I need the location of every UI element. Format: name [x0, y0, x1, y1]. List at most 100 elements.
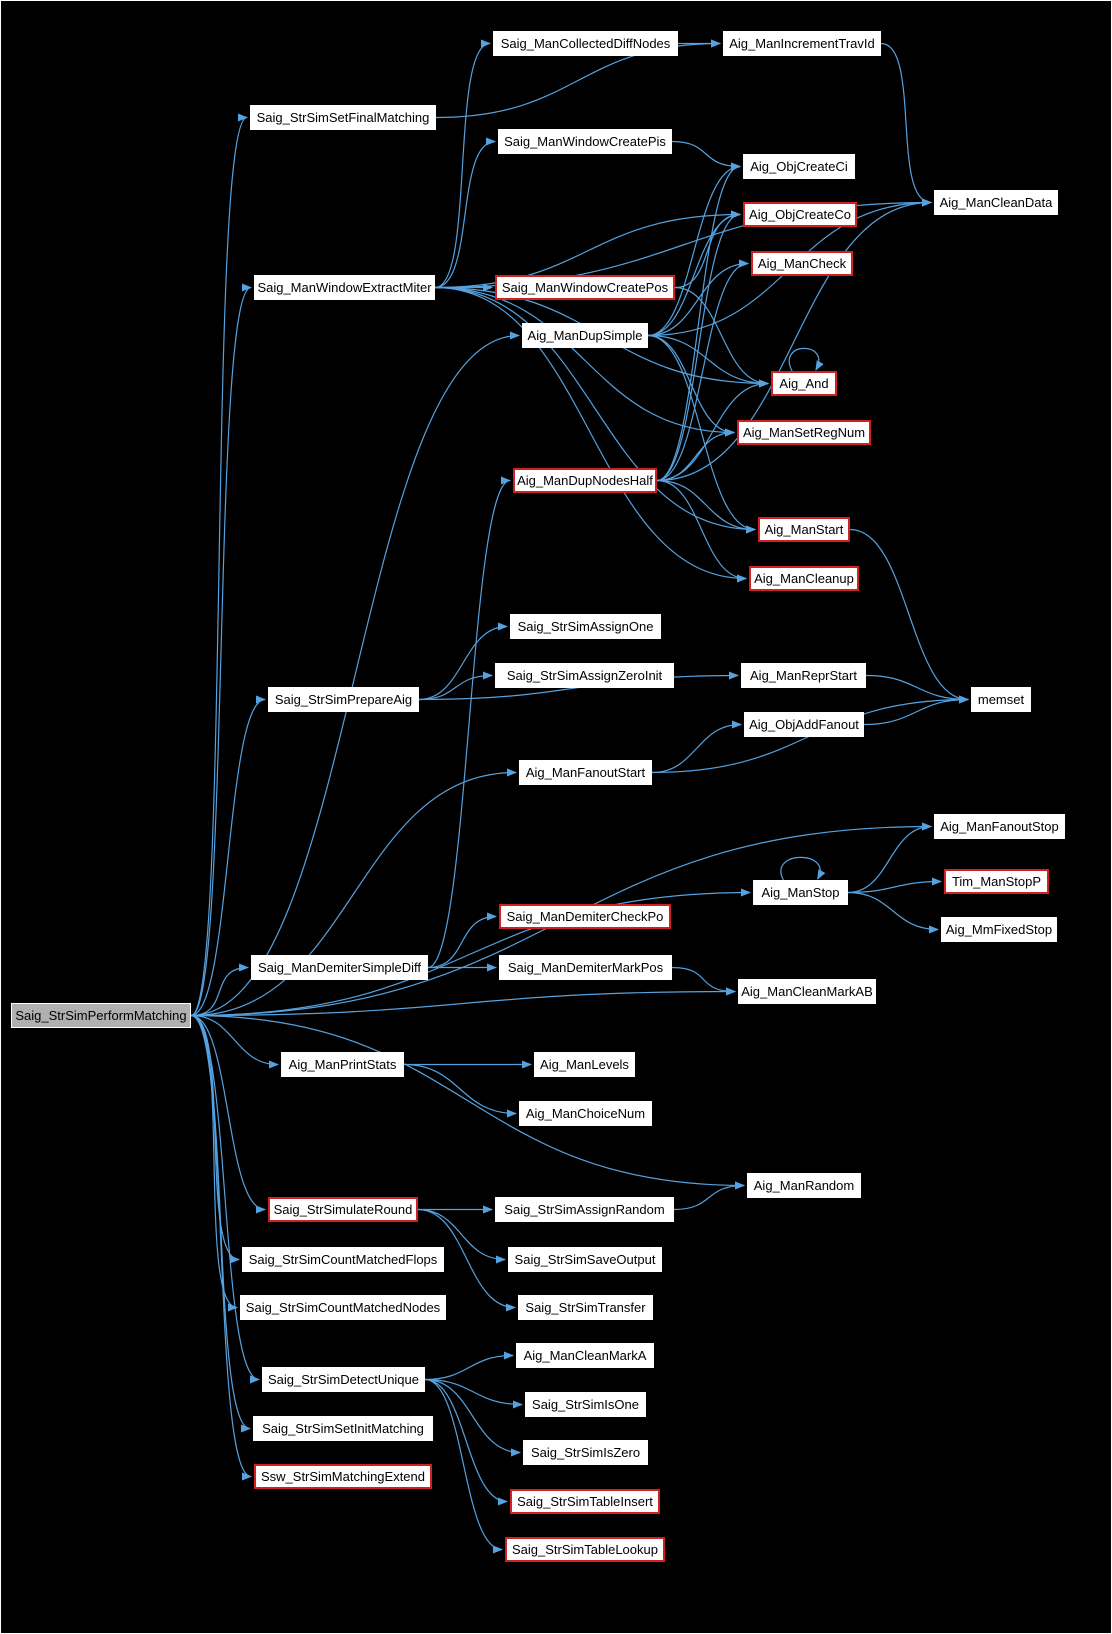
- node-timStopP[interactable]: Tim_ManStopP: [944, 869, 1049, 894]
- edge-createPis-objCi: [671, 140, 741, 171]
- node-extractMiter[interactable]: Saig_ManWindowExtractMiter: [254, 275, 435, 300]
- edge-extractMiter-collectedDiff: [434, 39, 491, 289]
- node-simpleDiff[interactable]: Saig_ManDemiterSimpleDiff: [251, 955, 428, 980]
- edge-dupHalf-manCleanup: [656, 479, 747, 583]
- edge-dupHalf-setRegNum: [656, 428, 735, 482]
- node-createPis[interactable]: Saig_ManWindowCreatePis: [498, 129, 672, 154]
- edge-fanoutStart-objAddFanout: [651, 720, 742, 774]
- edge-perform-setFinal: [190, 113, 248, 1017]
- node-perform: Saig_StrSimPerformMatching: [11, 1003, 191, 1028]
- node-manStop[interactable]: Aig_ManStop: [753, 880, 848, 905]
- node-cleanMarkAB[interactable]: Aig_ManCleanMarkAB: [738, 979, 876, 1004]
- edge-perform-extractMiter: [190, 283, 252, 1017]
- node-objCo[interactable]: Aig_ObjCreateCo: [743, 202, 857, 227]
- node-manLevels[interactable]: Aig_ManLevels: [534, 1052, 635, 1077]
- edge-prepareAig-assignZero: [418, 671, 493, 701]
- node-fanoutStop[interactable]: Aig_ManFanoutStop: [934, 814, 1065, 839]
- node-printStats[interactable]: Aig_ManPrintStats: [281, 1052, 404, 1077]
- edge-incTravId-cleanData: [880, 42, 932, 207]
- node-checkPo[interactable]: Saig_ManDemiterCheckPo: [499, 904, 671, 929]
- edge-detectUnique-cleanMarkA: [424, 1351, 514, 1381]
- edge-extractMiter-manCleanup: [434, 286, 747, 583]
- edge-detectUnique-isOne: [424, 1378, 523, 1409]
- edge-perform-prepareAig: [190, 695, 266, 1017]
- node-prepareAig[interactable]: Saig_StrSimPrepareAig: [268, 687, 419, 712]
- node-transfer[interactable]: Saig_StrSimTransfer: [518, 1295, 653, 1320]
- edge-perform-detectUnique: [190, 1014, 260, 1384]
- node-saveOutput[interactable]: Saig_StrSimSaveOutput: [508, 1247, 662, 1272]
- edge-perform-matchExtend: [190, 1014, 252, 1481]
- node-assignZero[interactable]: Saig_StrSimAssignZeroInit: [495, 663, 674, 688]
- node-createPos[interactable]: Saig_ManWindowCreatePos: [495, 275, 675, 300]
- edge-assignRandom-manRandom: [673, 1181, 745, 1211]
- node-simRound[interactable]: Saig_StrSimulateRound: [268, 1197, 418, 1222]
- edge-perform-simpleDiff: [190, 963, 249, 1017]
- edge-perform-printStats: [190, 1014, 279, 1069]
- node-tableInsert[interactable]: Saig_StrSimTableInsert: [510, 1489, 660, 1514]
- node-manStart[interactable]: Aig_ManStart: [758, 517, 850, 542]
- edge-dupSimple-setRegNum: [647, 334, 735, 437]
- edge-manStop-fanoutStop: [847, 822, 932, 894]
- node-tableLookup[interactable]: Saig_StrSimTableLookup: [505, 1537, 665, 1562]
- edge-simRound-transfer: [417, 1208, 516, 1312]
- node-setInitMatch[interactable]: Saig_StrSimSetInitMatching: [253, 1416, 433, 1441]
- edge-dupSimple-objCo: [647, 210, 741, 337]
- node-cleanData[interactable]: Aig_ManCleanData: [934, 190, 1058, 215]
- node-choiceNum[interactable]: Aig_ManChoiceNum: [519, 1101, 652, 1126]
- node-mmFixedStop[interactable]: Aig_MmFixedStop: [941, 917, 1057, 942]
- edge-perform-simRound: [190, 1014, 266, 1214]
- node-assignRandom[interactable]: Saig_StrSimAssignRandom: [495, 1197, 674, 1222]
- node-detectUnique[interactable]: Saig_StrSimDetectUnique: [262, 1367, 425, 1392]
- edge-extractMiter-objCo: [434, 210, 741, 289]
- edge-perform-manStop: [190, 888, 751, 1017]
- node-fanoutStart[interactable]: Aig_ManFanoutStart: [519, 760, 652, 785]
- node-manRandom[interactable]: Aig_ManRandom: [747, 1173, 861, 1198]
- edge-dupHalf-manStart: [656, 479, 756, 534]
- edge-dupSimple-and: [647, 334, 769, 388]
- node-isOne[interactable]: Saig_StrSimIsOne: [525, 1392, 646, 1417]
- node-manCheck[interactable]: Aig_ManCheck: [751, 251, 853, 276]
- node-dupSimple[interactable]: Aig_ManDupSimple: [522, 323, 648, 348]
- edge-perform-manRandom: [190, 1014, 745, 1190]
- edge-simpleDiff-dupHalf: [427, 476, 511, 969]
- node-reprStart[interactable]: Aig_ManReprStart: [741, 663, 866, 688]
- edge-reprStart-memset: [865, 674, 969, 704]
- node-matchExtend[interactable]: Ssw_StrSimMatchingExtend: [254, 1464, 432, 1489]
- edge-extractMiter-setRegNum: [434, 286, 735, 437]
- node-cleanMarkA[interactable]: Aig_ManCleanMarkA: [516, 1343, 654, 1368]
- node-setRegNum[interactable]: Aig_ManSetRegNum: [737, 420, 871, 445]
- edge-objAddFanout-memset: [863, 695, 969, 726]
- edge-simRound-saveOutput: [417, 1208, 506, 1264]
- edge-perform-cleanMarkAB: [190, 987, 736, 1017]
- edge-prepareAig-assignOne: [418, 622, 508, 701]
- node-objCi[interactable]: Aig_ObjCreateCi: [743, 154, 855, 179]
- edge-dupHalf-objCo: [656, 210, 741, 482]
- node-markPos[interactable]: Saig_ManDemiterMarkPos: [499, 955, 672, 980]
- node-countFlops[interactable]: Saig_StrSimCountMatchedFlops: [242, 1247, 444, 1272]
- edge-manStart-memset: [849, 528, 969, 704]
- node-collectedDiff[interactable]: Saig_ManCollectedDiffNodes: [493, 31, 678, 56]
- edge-manStop-mmFixedStop: [847, 891, 939, 934]
- node-and[interactable]: Aig_And: [771, 371, 837, 396]
- edge-dupHalf-manCheck: [656, 259, 749, 482]
- node-isZero[interactable]: Saig_StrSimIsZero: [523, 1440, 648, 1465]
- node-memset[interactable]: memset: [971, 687, 1031, 712]
- edge-manStop-timStopP: [847, 877, 942, 894]
- edge-detectUnique-tableInsert: [424, 1378, 508, 1506]
- node-dupHalf[interactable]: Aig_ManDupNodesHalf: [513, 468, 657, 493]
- edge-dupSimple-manCheck: [647, 259, 749, 337]
- node-assignOne[interactable]: Saig_StrSimAssignOne: [510, 614, 661, 639]
- node-incTravId[interactable]: Aig_ManIncrementTravId: [723, 31, 881, 56]
- edge-dupSimple-manStart: [647, 334, 756, 534]
- edge-createPos-and: [674, 286, 769, 388]
- edge-extractMiter-createPis: [434, 137, 496, 289]
- node-countNodes[interactable]: Saig_StrSimCountMatchedNodes: [240, 1295, 446, 1320]
- edge-extractMiter-manStart: [434, 286, 756, 534]
- edge-perform-fanoutStart: [190, 768, 517, 1017]
- edge-and-and: [788, 347, 824, 372]
- node-objAddFanout[interactable]: Aig_ObjAddFanout: [744, 712, 864, 737]
- node-setFinal[interactable]: Saig_StrSimSetFinalMatching: [250, 105, 436, 130]
- edge-perform-dupSimple: [190, 331, 520, 1017]
- node-manCleanup[interactable]: Aig_ManCleanup: [749, 566, 859, 591]
